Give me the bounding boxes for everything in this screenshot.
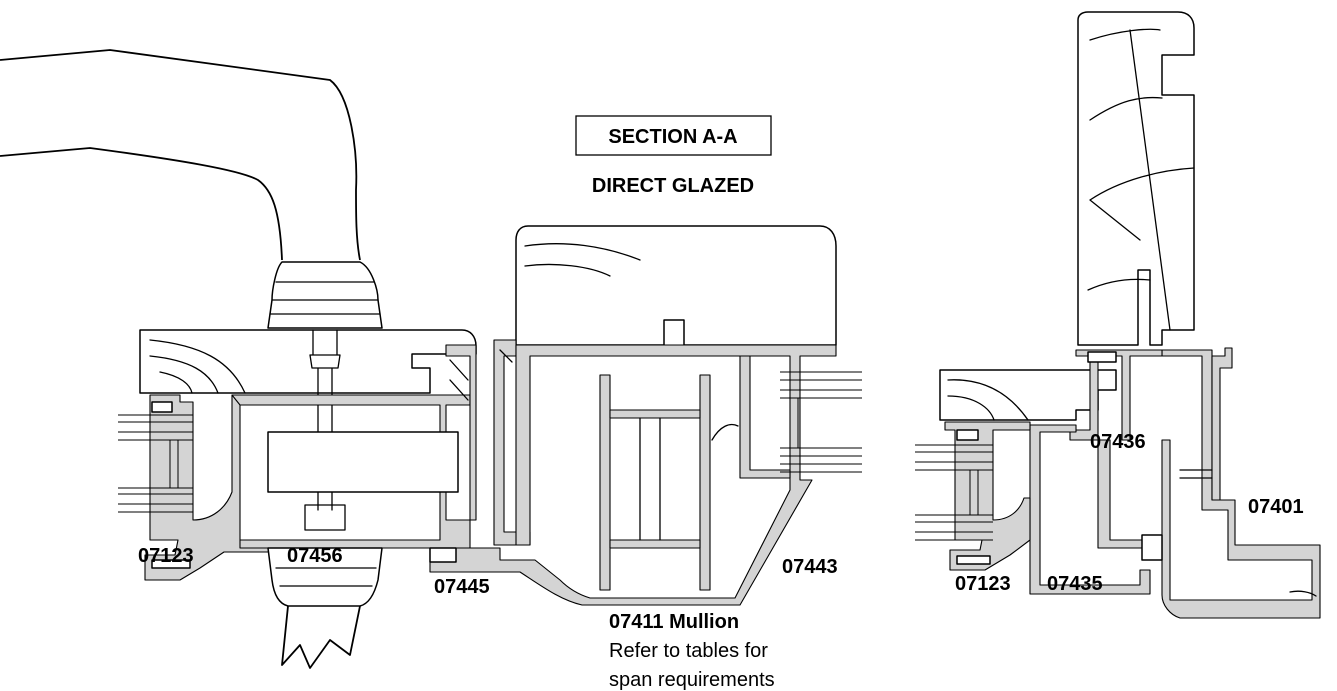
handle-lever — [0, 49, 361, 261]
profile-07401 — [1161, 349, 1321, 619]
label-07123-right: 07123 — [955, 573, 1011, 595]
note-line-1: Refer to tables for — [609, 640, 768, 662]
label-07456: 07456 — [287, 545, 343, 567]
label-07443: 07443 — [782, 556, 838, 578]
section-subtitle: DIRECT GLAZED — [592, 175, 754, 197]
handle-collar — [267, 261, 383, 329]
section-title: SECTION A-A — [608, 126, 737, 148]
glazing-unit-left — [118, 414, 193, 513]
mullion-top-block — [515, 225, 837, 346]
profile-07435 — [1029, 424, 1151, 595]
sash-top-block — [139, 329, 477, 394]
note-line-2: span requirements — [609, 669, 775, 691]
section-title-box — [575, 115, 772, 156]
glazing-unit-mullion-right — [780, 371, 862, 473]
section-title-group: SECTION A-A DIRECT GLAZED — [575, 115, 772, 197]
handle-break-line — [281, 605, 361, 669]
handle-spindle — [309, 329, 341, 511]
label-07436: 07436 — [1090, 431, 1146, 453]
right-door-assembly: 07436 07401 07123 07435 — [915, 11, 1321, 619]
profile-07123-right — [944, 421, 1031, 571]
profile-07123-left — [144, 394, 301, 581]
label-07411-mullion: 07411 Mullion — [609, 611, 739, 633]
mullion-assembly: 07445 07443 07411 Mullion Refer to table… — [429, 225, 862, 691]
profile-07411-mullion — [429, 344, 837, 606]
label-07401: 07401 — [1248, 496, 1304, 518]
left-window-assembly: 07123 07456 — [0, 49, 477, 669]
label-07445: 07445 — [434, 576, 490, 598]
label-07123-left: 07123 — [138, 545, 194, 567]
glazing-unit-right — [915, 444, 993, 541]
label-07435: 07435 — [1047, 573, 1103, 595]
